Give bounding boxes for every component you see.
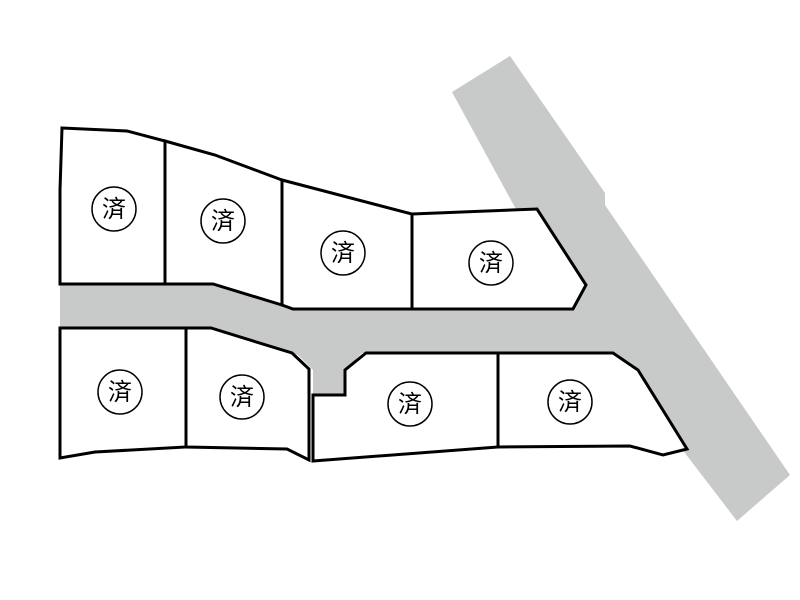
svg-text:済: 済 bbox=[398, 390, 422, 418]
svg-text:済: 済 bbox=[558, 388, 582, 416]
sold-badge: 済 bbox=[97, 369, 143, 415]
sold-badge: 済 bbox=[200, 198, 246, 244]
sold-badge: 済 bbox=[387, 381, 433, 427]
svg-text:済: 済 bbox=[230, 383, 254, 411]
svg-text:済: 済 bbox=[331, 239, 355, 267]
internal-road bbox=[60, 284, 640, 395]
sold-badge: 済 bbox=[320, 230, 366, 276]
sold-badge: 済 bbox=[468, 240, 514, 286]
diagonal-road bbox=[452, 56, 790, 521]
svg-text:済: 済 bbox=[108, 378, 132, 406]
svg-text:済: 済 bbox=[211, 207, 235, 235]
svg-text:済: 済 bbox=[479, 249, 503, 277]
sold-badge: 済 bbox=[219, 374, 265, 420]
svg-text:済: 済 bbox=[102, 195, 126, 223]
sold-badge: 済 bbox=[91, 186, 137, 232]
sold-badge: 済 bbox=[547, 379, 593, 425]
